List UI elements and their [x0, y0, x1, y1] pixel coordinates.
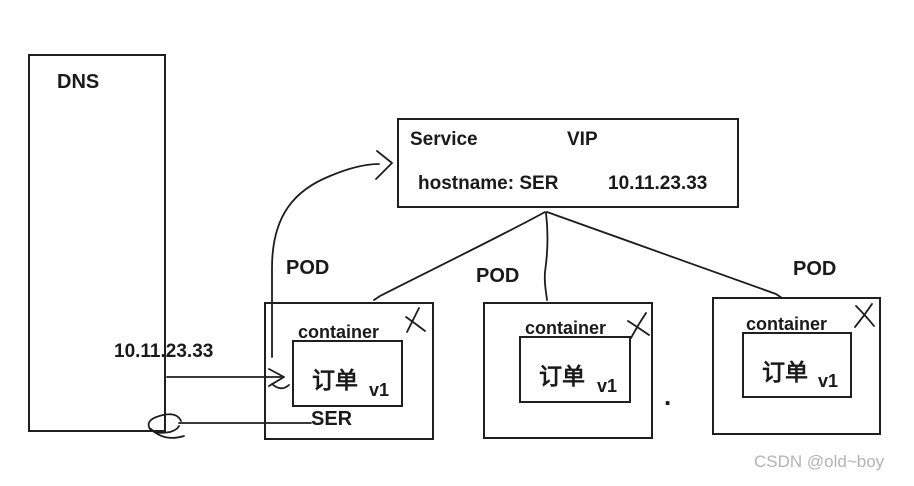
app-version: v1	[368, 380, 389, 400]
pod-label: POD	[793, 258, 837, 280]
container-label: container	[525, 318, 607, 338]
service-to-pod2-line	[543, 212, 549, 301]
dns-label: DNS	[57, 71, 100, 93]
stray-dot: .	[664, 381, 672, 411]
app-version: v1	[596, 376, 617, 396]
app-name: 订单	[762, 359, 808, 385]
service-vip-label: VIP	[567, 129, 598, 150]
container-label: container	[298, 322, 380, 342]
app-version: v1	[817, 371, 838, 391]
service-to-pod1-line	[373, 211, 546, 301]
pod-label: POD	[286, 257, 330, 279]
container-box: 订单 v1	[292, 340, 403, 407]
pod-box	[483, 302, 653, 439]
container-box: 订单 v1	[519, 336, 631, 403]
container-label: container	[746, 314, 828, 334]
service-hostname: hostname: SER	[418, 173, 559, 194]
service-name: Service	[410, 129, 478, 150]
app-name: 订单	[539, 363, 585, 389]
pod-box	[712, 297, 881, 435]
ser-label: SER	[311, 408, 353, 430]
pod-box	[264, 302, 434, 440]
csdn-watermark: CSDN @old~boy	[754, 452, 885, 471]
service-to-pod3-line	[546, 211, 783, 299]
service-ip: 10.11.23.33	[608, 173, 708, 194]
service-box: Service VIP hostname: SER 10.11.23.33	[397, 118, 739, 208]
pod-label: POD	[476, 265, 520, 287]
app-name: 订单	[312, 367, 358, 393]
container-box: 订单 v1	[742, 332, 852, 398]
resolved-ip-label: 10.11.23.33	[114, 341, 214, 362]
dns-box	[28, 54, 166, 432]
